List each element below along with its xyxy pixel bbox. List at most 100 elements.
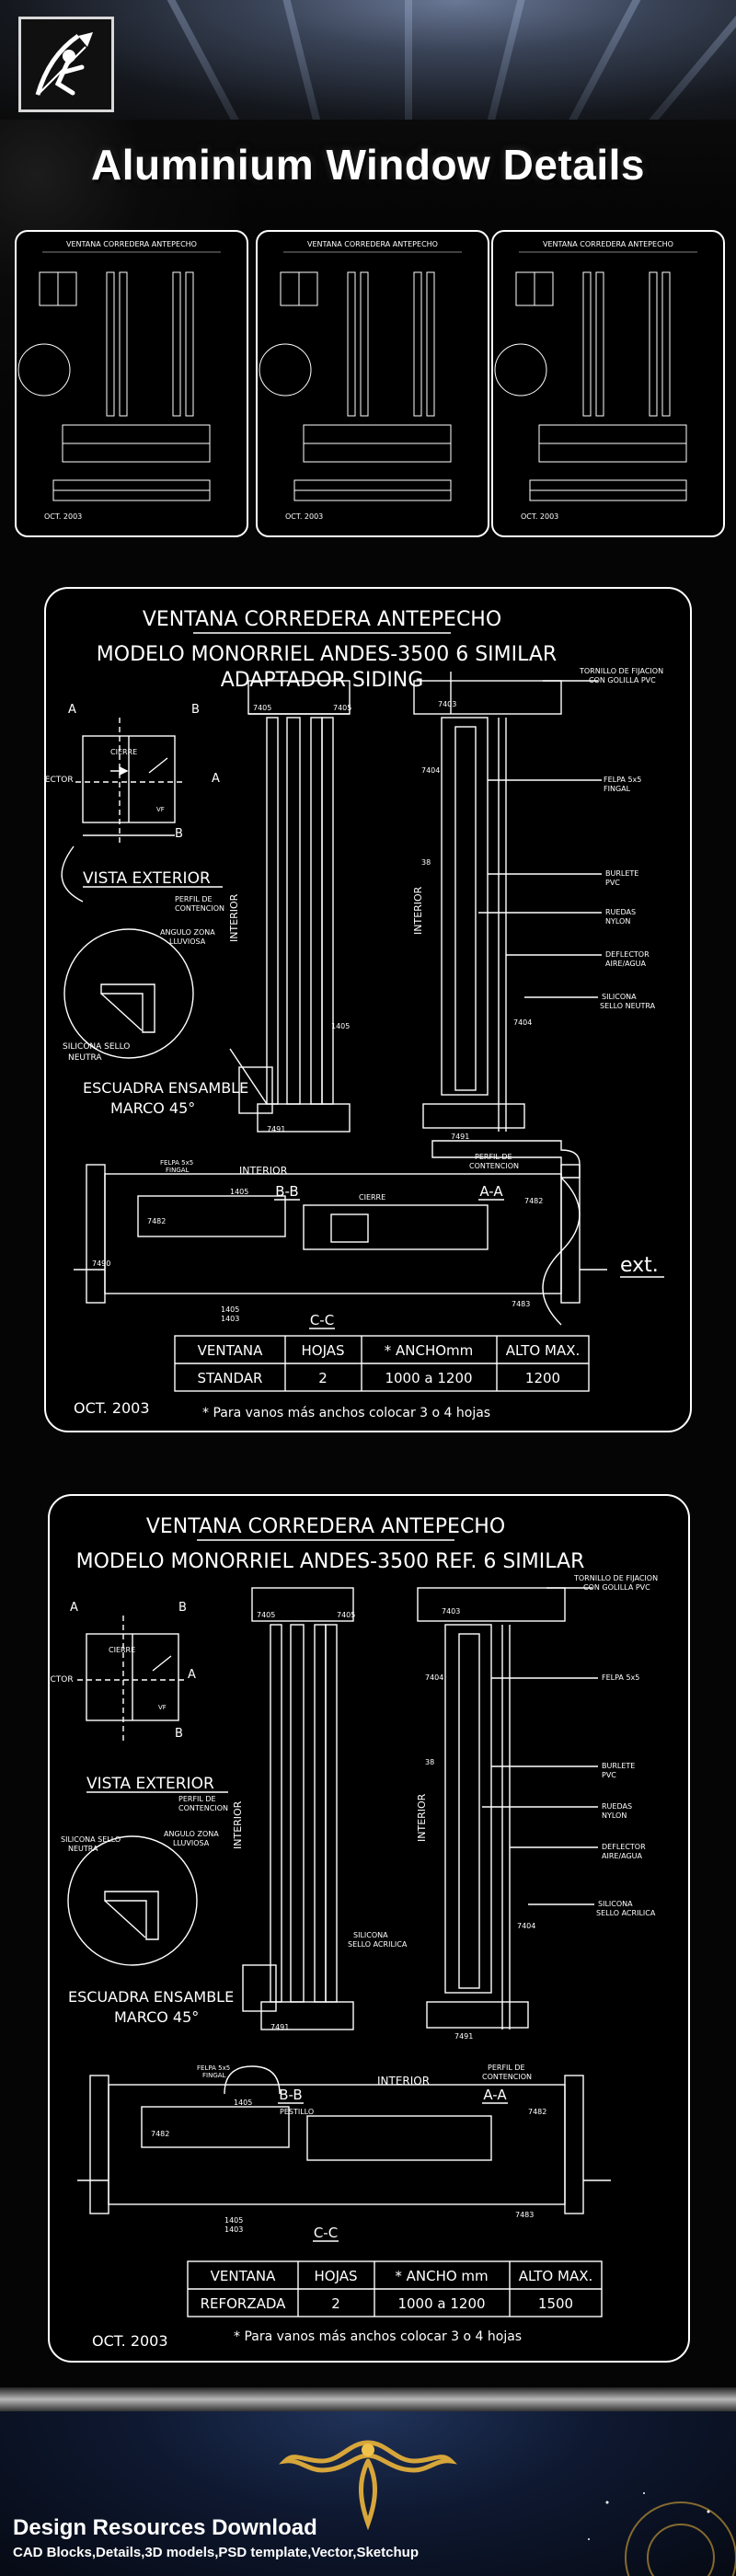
table-header: VENTANA: [198, 1342, 263, 1359]
table-header: ALTO MAX.: [519, 2268, 593, 2284]
table-cell: 2: [318, 1370, 328, 1386]
svg-text:7404: 7404: [425, 1673, 443, 1682]
drawing-note: * Para vanos más anchos colocar 3 o 4 ho…: [202, 1406, 490, 1420]
svg-text:CON GOLILLA PVC: CON GOLILLA PVC: [589, 676, 656, 684]
table-cell: 1000 a 1200: [397, 2295, 485, 2312]
svg-text:A: A: [212, 772, 220, 786]
svg-text:PESTILLO: PESTILLO: [280, 2108, 314, 2116]
marco-label: MARCO 45°: [114, 2008, 199, 2026]
svg-text:7491: 7491: [454, 2032, 473, 2041]
thumbnail-3: VENTANA CORREDERA ANTEPECHO OCT. 2003: [491, 230, 725, 537]
svg-text:B: B: [191, 703, 200, 717]
svg-text:CIERRE: CIERRE: [359, 1193, 385, 1202]
svg-text:DEFLECTOR: DEFLECTOR: [602, 1843, 646, 1851]
svg-text:7483: 7483: [515, 2211, 534, 2219]
drawing-date: OCT. 2003: [74, 1399, 150, 1417]
svg-text:7482: 7482: [524, 1197, 543, 1205]
svg-text:7405: 7405: [333, 704, 351, 712]
starfield-decoration: [588, 2492, 736, 2576]
svg-text:RUEDAS: RUEDAS: [605, 908, 636, 916]
corner-detail: SILICONA SELLO NEUTRA: [61, 1835, 198, 1966]
svg-text:INTERIOR: INTERIOR: [377, 2075, 430, 2087]
svg-text:INTERIOR: INTERIOR: [232, 1800, 244, 1849]
svg-text:CONTENCION: CONTENCION: [178, 1804, 228, 1812]
svg-text:38: 38: [425, 1758, 434, 1766]
table-header: VENTANA: [211, 2268, 276, 2284]
table-header: * ANCHOmm: [385, 1342, 474, 1359]
svg-text:CONTENCION: CONTENCION: [482, 2073, 532, 2081]
svg-text:INTERIOR: INTERIOR: [239, 1165, 288, 1177]
svg-text:LLUVIOSA: LLUVIOSA: [169, 937, 206, 946]
label-b-b: B-B: [279, 2087, 302, 2103]
svg-text:TORNILLO DE FIJACION: TORNILLO DE FIJACION: [579, 667, 663, 675]
label-a-a: A-A: [483, 2087, 507, 2103]
svg-text:1405: 1405: [221, 1305, 239, 1314]
svg-text:FINGAL: FINGAL: [604, 785, 631, 793]
section-a-a: INTERIOR 7404 38 7403 7404 7491 TORNILLO…: [416, 1574, 658, 2104]
svg-text:CIERRE: CIERRE: [109, 1646, 135, 1654]
svg-text:SILICONA: SILICONA: [598, 1900, 633, 1908]
svg-text:SELLO ACRILICA: SELLO ACRILICA: [596, 1909, 656, 1917]
exterior-label: ext.: [620, 1254, 659, 1277]
vista-exterior-label: VISTA EXTERIOR: [86, 1775, 214, 1793]
svg-text:AIRE/AGUA: AIRE/AGUA: [602, 1852, 643, 1860]
svg-text:7491: 7491: [451, 1133, 469, 1141]
svg-text:BURLETE: BURLETE: [602, 1762, 635, 1770]
svg-text:B: B: [178, 1601, 187, 1615]
thumbnail-title: VENTANA CORREDERA ANTEPECHO: [66, 240, 197, 248]
svg-text:7404: 7404: [517, 1922, 535, 1930]
svg-text:PVC: PVC: [605, 879, 620, 887]
heading-1: VENTANA CORREDERA ANTEPECHO: [143, 608, 501, 631]
heading-2: MODELO MONORRIEL ANDES-3500 6 SIMILAR: [97, 643, 557, 666]
svg-text:1403: 1403: [221, 1315, 239, 1323]
svg-text:INTERIOR: INTERIOR: [412, 886, 424, 935]
window-elevation: A B A B CIERRE VF DEFLECTOR: [24, 703, 220, 846]
svg-text:ANGULO ZONA: ANGULO ZONA: [164, 1830, 219, 1838]
svg-text:VF: VF: [158, 1704, 167, 1711]
svg-text:INTERIOR: INTERIOR: [228, 893, 240, 942]
table-header: * ANCHO mm: [395, 2268, 488, 2284]
svg-text:A: A: [188, 1668, 196, 1682]
svg-text:VF: VF: [156, 806, 165, 813]
gold-ornament-icon: [279, 2440, 457, 2530]
svg-text:1405: 1405: [230, 1188, 248, 1196]
svg-text:7490: 7490: [92, 1259, 110, 1268]
table-header: ALTO MAX.: [506, 1342, 581, 1359]
deflector-label: DEFLECTOR: [50, 1675, 74, 1685]
svg-text:7482: 7482: [528, 2108, 546, 2116]
svg-text:SILICONA SELLO: SILICONA SELLO: [61, 1835, 121, 1844]
svg-text:PERFIL DE: PERFIL DE: [475, 1153, 512, 1161]
svg-text:FELPA 5x5: FELPA 5x5: [197, 2064, 230, 2072]
svg-text:7491: 7491: [270, 2023, 289, 2031]
svg-text:SELLO ACRILICA: SELLO ACRILICA: [348, 1940, 408, 1949]
svg-text:CONTENCION: CONTENCION: [469, 1162, 519, 1170]
svg-text:FINGAL: FINGAL: [202, 2072, 226, 2079]
spec-table: VENTANA HOJAS * ANCHOmm ALTO MAX. STANDA…: [174, 1335, 590, 1392]
svg-text:RUEDAS: RUEDAS: [602, 1802, 632, 1811]
svg-text:NEUTRA: NEUTRA: [68, 1053, 102, 1063]
svg-text:FELPA 5x5: FELPA 5x5: [602, 1673, 639, 1682]
svg-text:PERFIL DE: PERFIL DE: [175, 895, 213, 903]
svg-text:SILICONA: SILICONA: [353, 1931, 388, 1939]
section-c-c: INTERIOR FELPA 5x5 FINGAL PERFIL DE CONT…: [74, 1153, 664, 1329]
thumbnail-title: VENTANA CORREDERA ANTEPECHO: [307, 240, 438, 248]
section-a-a: INTERIOR 7404 38 7403 7404 7491 TORNILLO…: [412, 667, 663, 1326]
svg-text:FINGAL: FINGAL: [166, 1167, 190, 1174]
svg-text:DEFLECTOR: DEFLECTOR: [605, 950, 650, 959]
svg-text:7405: 7405: [253, 704, 271, 712]
svg-text:7405: 7405: [257, 1611, 275, 1619]
table-cell: 1200: [525, 1370, 560, 1386]
svg-text:7483: 7483: [512, 1300, 530, 1308]
spec-table: VENTANA HOJAS * ANCHO mm ALTO MAX. REFOR…: [187, 2260, 603, 2317]
heading-2: MODELO MONORRIEL ANDES-3500 REF. 6 SIMIL…: [76, 1550, 585, 1573]
svg-text:FELPA 5x5: FELPA 5x5: [604, 776, 641, 784]
deflector-label: DEFLECTOR: [46, 776, 74, 785]
svg-text:7482: 7482: [147, 1217, 166, 1225]
vista-exterior-label: VISTA EXTERIOR: [83, 869, 211, 888]
escuadra-label: ESCUADRA ENSAMBLE: [68, 1988, 234, 2006]
svg-text:TORNILLO DE FIJACION: TORNILLO DE FIJACION: [573, 1574, 658, 1582]
thumbnail-date: OCT. 2003: [521, 512, 558, 521]
svg-text:A: A: [70, 1601, 78, 1615]
heading-1: VENTANA CORREDERA ANTEPECHO: [146, 1515, 505, 1538]
svg-text:NYLON: NYLON: [605, 917, 630, 926]
